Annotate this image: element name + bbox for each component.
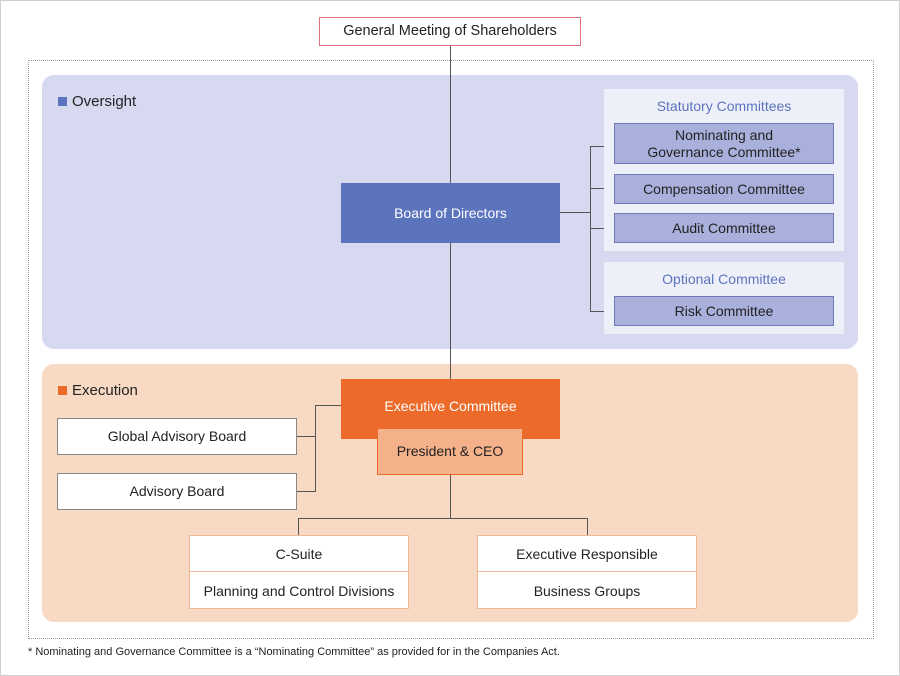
compensation-committee-label: Compensation Committee <box>643 180 805 197</box>
csuite-divider <box>190 571 408 572</box>
connector-audit <box>590 228 614 229</box>
risk-committee-label: Risk Committee <box>674 302 774 319</box>
shareholders-box: General Meeting of Shareholders <box>319 17 581 46</box>
connector-nominating <box>590 146 614 147</box>
statutory-title: Statutory Committees <box>656 98 792 114</box>
business-groups-subtitle: Business Groups <box>533 582 641 599</box>
president-ceo-label: President & CEO <box>396 443 504 459</box>
execution-heading: Execution <box>58 382 138 399</box>
audit-committee-label: Audit Committee <box>672 219 776 236</box>
governance-boundary <box>28 60 874 639</box>
connector-board-committees <box>560 212 591 213</box>
compensation-committee-box: Compensation Committee <box>614 174 834 204</box>
connector-shareholders-board <box>450 45 451 183</box>
footnote: * Nominating and Governance Committee is… <box>28 646 560 658</box>
nominating-committee-label: Nominating and Governance Committee* <box>647 126 801 160</box>
connector-executive-responsible <box>587 518 588 536</box>
connector-global-advisory <box>296 436 316 437</box>
president-ceo-box: President & CEO <box>377 428 523 475</box>
risk-committee-box: Risk Committee <box>614 296 834 326</box>
audit-committee-box: Audit Committee <box>614 213 834 243</box>
committee-bracket-vertical <box>590 146 591 312</box>
csuite-group: C-Suite Planning and Control Divisions <box>189 535 409 609</box>
advisory-connector-h <box>315 405 341 406</box>
csuite-subtitle: Planning and Control Divisions <box>203 582 395 599</box>
oversight-label: Oversight <box>72 93 137 110</box>
board-label: Board of Directors <box>394 204 507 221</box>
oversight-marker <box>58 97 67 106</box>
optional-title: Optional Committee <box>662 271 786 287</box>
csuite-title: C-Suite <box>275 545 323 562</box>
executive-committee-label: Executive Committee <box>384 398 517 414</box>
advisory-board-label: Advisory Board <box>129 483 225 499</box>
connector-president-groups <box>450 475 451 518</box>
global-advisory-board-label: Global Advisory Board <box>107 428 247 444</box>
executive-responsible-title: Executive Responsible <box>516 545 658 562</box>
oversight-heading: Oversight <box>58 93 136 110</box>
shareholders-label: General Meeting of Shareholders <box>343 23 557 39</box>
advisory-connector-v <box>315 405 316 492</box>
global-advisory-board-box: Global Advisory Board <box>57 418 297 455</box>
board-of-directors-box: Board of Directors <box>341 183 560 243</box>
connector-risk <box>590 311 614 312</box>
connector-board-executive <box>450 243 451 380</box>
executive-responsible-group: Executive Responsible Business Groups <box>477 535 697 609</box>
connector-compensation <box>590 188 614 189</box>
connector-advisory <box>296 491 316 492</box>
advisory-board-box: Advisory Board <box>57 473 297 510</box>
connector-csuite <box>298 518 299 536</box>
execution-label: Execution <box>72 382 138 399</box>
execution-marker <box>58 386 67 395</box>
groups-connector-h <box>298 518 588 519</box>
executive-responsible-divider <box>478 571 696 572</box>
nominating-committee-box: Nominating and Governance Committee* <box>614 123 834 164</box>
